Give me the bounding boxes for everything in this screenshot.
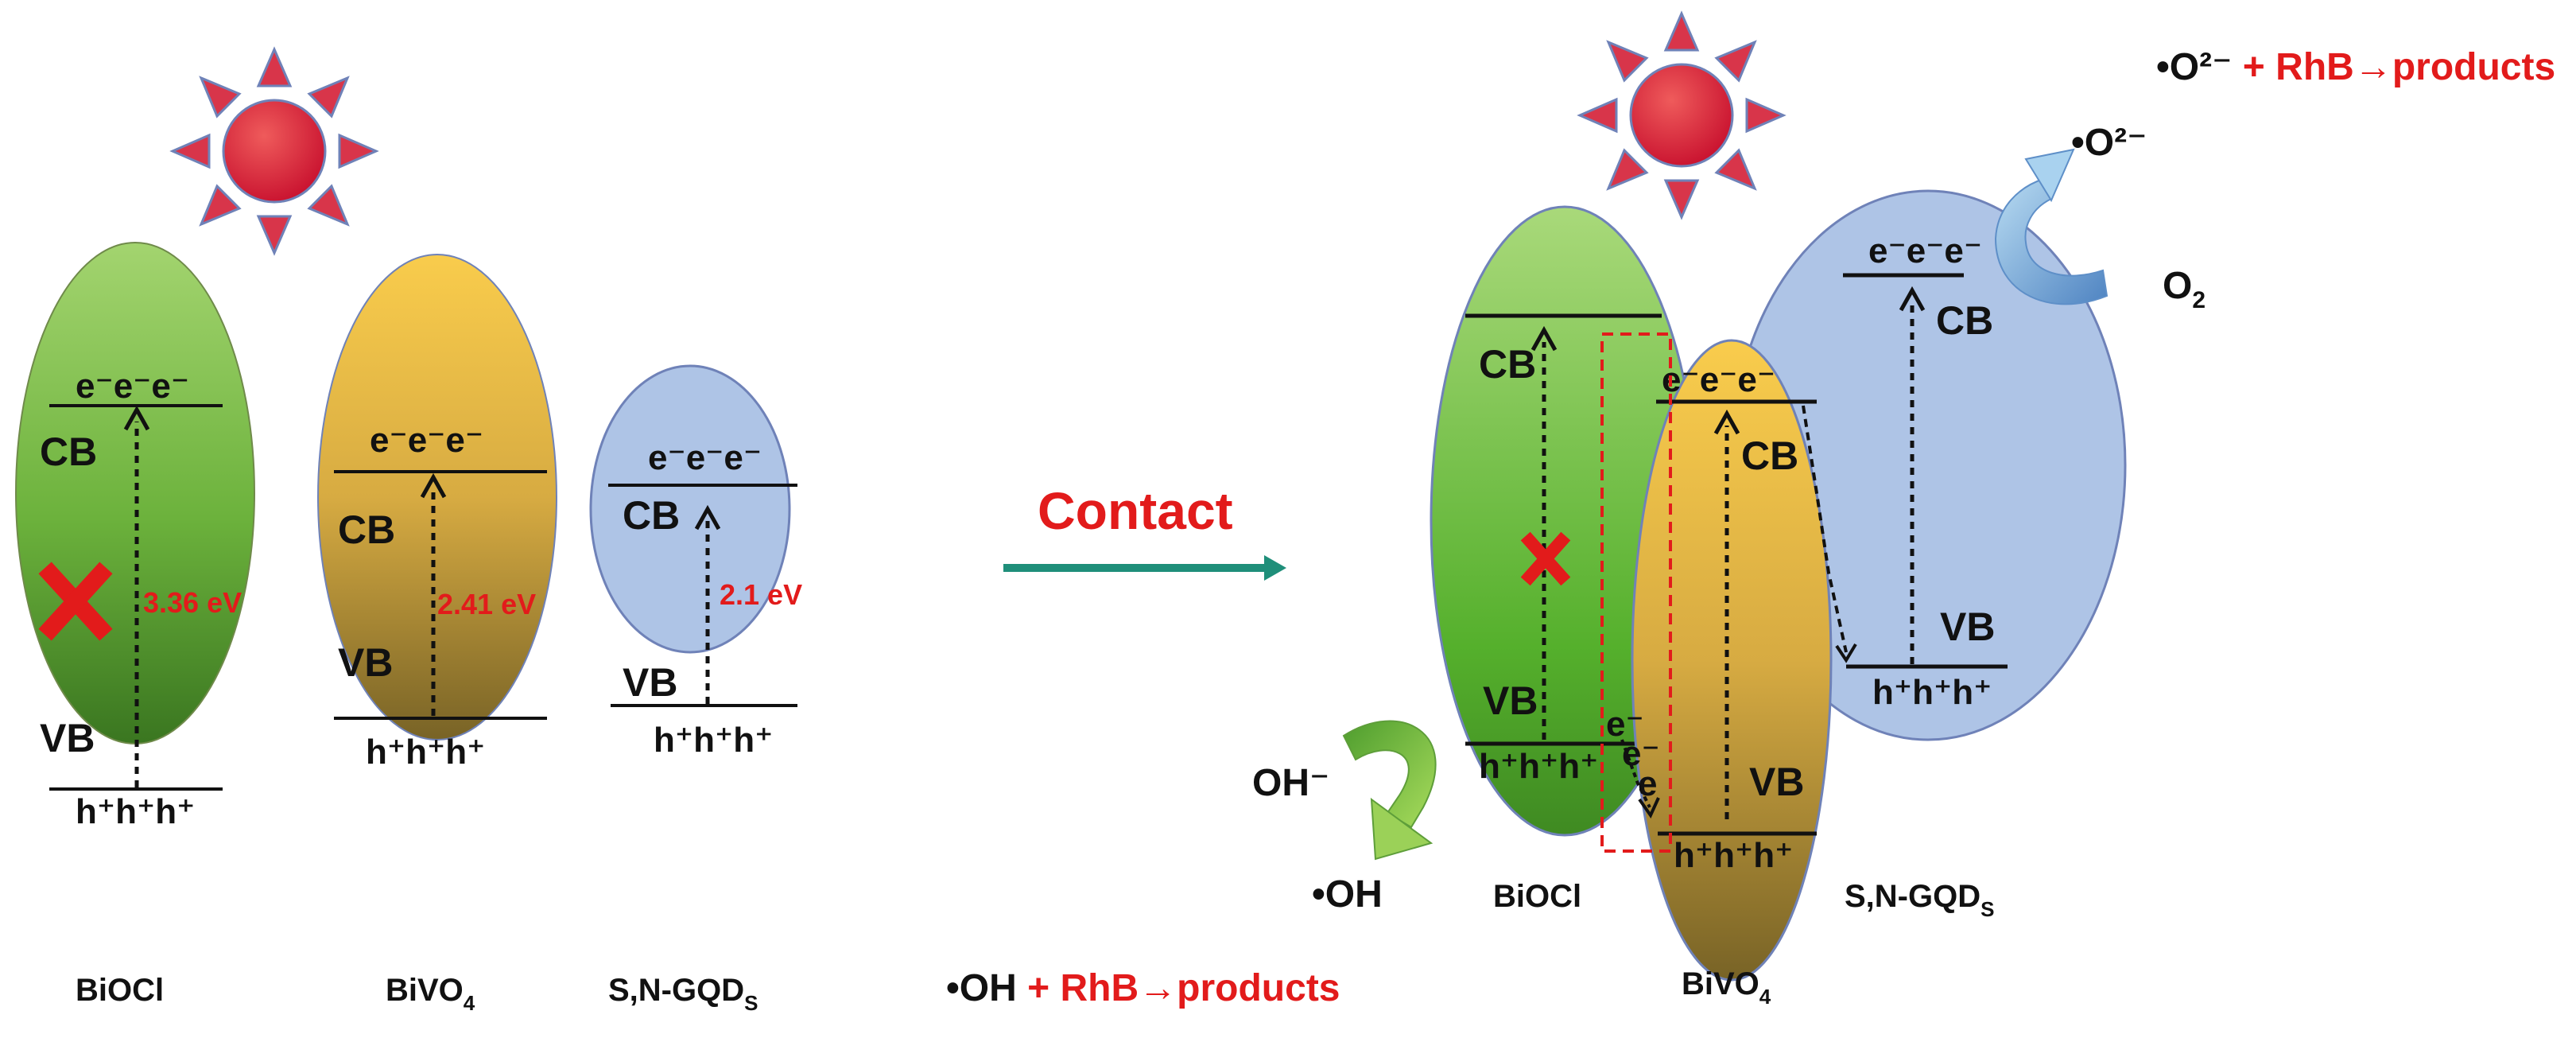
biocl-band-diagram: e⁻e⁻e⁻ CB VB h⁺h⁺h⁺ 3.36 eV [15,242,255,831]
hj-label-bivo4: BiVO4 [1682,966,1771,1009]
sun-icon [1577,10,1787,220]
species-o2: O2 [2163,265,2206,313]
biocl-vb-label: VB [40,716,95,760]
interface-electron-path: e⁻ e⁻ e [1606,705,1660,819]
hj-gqd-electrons: e⁻e⁻e⁻ [1868,231,1982,270]
species-oh-minus: OH⁻ [1252,762,1329,804]
hj-gqd-cb-label: CB [1936,298,1993,343]
svg-text:e⁻: e⁻ [1622,734,1660,773]
biocl-holes: h⁺h⁺h⁺ [76,792,195,831]
label-biocl: BiOCl [76,973,164,1008]
label-gqd: S,N-GQDS [608,973,758,1015]
label-bivo4: BiVO4 [386,973,475,1015]
sun-icon [169,46,379,256]
hydroxyl-curved-arrow [1342,720,1437,861]
biocl-band-gap: 3.36 eV [143,586,242,619]
hj-bivo4-vb-label: VB [1749,760,1804,804]
hj-gqd-vb-label: VB [1940,605,1995,649]
contact-label: Contact [1038,481,1233,540]
bivo4-band-diagram: e⁻e⁻e⁻ CB VB h⁺h⁺h⁺ 2.41 eV [317,254,557,772]
svg-text:e: e [1638,764,1657,803]
hj-label-biocl: BiOCl [1493,879,1581,914]
contact-arrow [1003,555,1286,581]
biocl-electrons: e⁻e⁻e⁻ [76,367,189,406]
species-oh-radical: •OH [1312,873,1383,916]
hj-gqd-holes: h⁺h⁺h⁺ [1872,673,1992,712]
bivo4-cb-label: CB [338,507,395,552]
bivo4-electrons: e⁻e⁻e⁻ [370,421,483,460]
hj-bivo4-cb-label: CB [1741,433,1798,478]
gqd-vb-label: VB [623,660,677,705]
biocl-cb-label: CB [40,430,97,474]
superoxide-curved-arrow [1994,148,2109,305]
blocked-cross-icon [1520,531,1571,586]
gqd-band-gap: 2.1 eV [720,578,802,611]
reaction-superoxide: •O²⁻ + RhB→products [2156,46,2555,88]
bivo4-vb-label: VB [338,640,393,685]
species-superoxide: •O²⁻ [2071,122,2147,164]
hj-label-gqd: S,N-GQDS [1845,879,1994,921]
hj-biocl-holes: h⁺h⁺h⁺ [1479,747,1598,786]
electron-transfer-arrow [1802,405,1857,663]
gqd-band-diagram: e⁻e⁻e⁻ CB VB h⁺h⁺h⁺ 2.1 eV [589,364,802,760]
hj-biocl-cb-label: CB [1479,342,1536,387]
blocked-cross-icon [38,562,113,641]
bivo4-band-gap: 2.41 eV [437,588,536,620]
bivo4-holes: h⁺h⁺h⁺ [366,733,485,772]
svg-text:e⁻: e⁻ [1606,705,1644,744]
gqd-holes: h⁺h⁺h⁺ [654,721,773,760]
reaction-hydroxyl: •OH + RhB→products [946,967,1340,1009]
hj-bivo4-electrons: e⁻e⁻e⁻ [1662,360,1775,399]
hj-biocl-vb-label: VB [1483,678,1538,723]
hj-bivo4-holes: h⁺h⁺h⁺ [1674,836,1793,875]
gqd-electrons: e⁻e⁻e⁻ [648,438,762,477]
gqd-cb-label: CB [623,493,680,538]
heterojunction-bivo4: e⁻e⁻e⁻ CB VB h⁺h⁺h⁺ BiVO4 [1631,339,1833,1009]
